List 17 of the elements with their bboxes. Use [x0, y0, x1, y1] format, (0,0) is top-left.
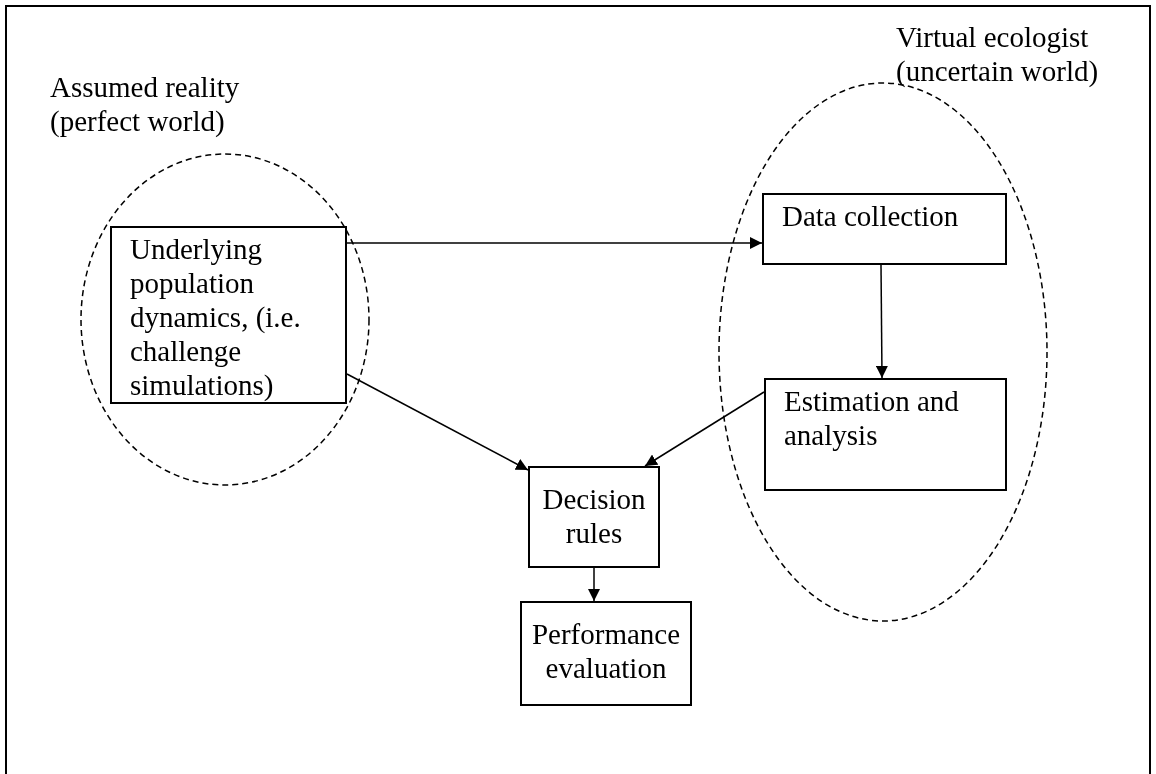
- process-box: [110, 226, 347, 404]
- group-heading: Virtual ecologist (uncertain world): [896, 20, 1100, 88]
- arrow: [875, 264, 888, 379]
- arrow: [588, 567, 600, 602]
- arrow: [346, 237, 763, 249]
- box-label: Performance evaluation: [530, 617, 682, 685]
- process-box: [528, 466, 660, 568]
- box-label: Decision rules: [541, 482, 647, 550]
- box-label: Underlying population dynamics, (i.e. challenge simulations): [129, 232, 302, 402]
- process-box: [764, 378, 1007, 491]
- group-heading: Assumed reality (perfect world): [50, 70, 241, 138]
- process-box: [762, 193, 1007, 265]
- process-box: [520, 601, 692, 706]
- arrow: [346, 373, 529, 471]
- box-label: Data collection: [781, 199, 960, 233]
- box-label: Estimation and analysis: [783, 384, 960, 452]
- arrow: [644, 391, 765, 467]
